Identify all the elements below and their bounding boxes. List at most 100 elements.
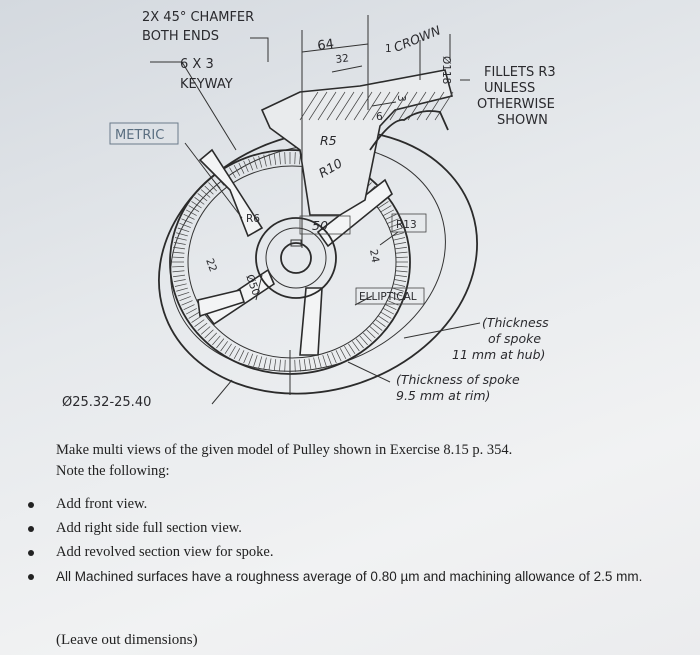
radius-r13: R13 <box>396 219 417 231</box>
rim-texture-stroke <box>317 356 322 369</box>
rim-texture-stroke <box>284 152 286 165</box>
rim-texture-stroke <box>348 343 356 354</box>
rim-texture-stroke <box>258 155 263 168</box>
rim-texture-stroke <box>179 223 191 228</box>
rim-texture-stroke <box>253 355 258 367</box>
instructions-intro: Make multi views of the given model of P… <box>56 440 656 482</box>
list-item: Add right side full section view. <box>28 518 656 538</box>
rim-texture-stroke <box>216 338 225 349</box>
rim-texture-stroke <box>387 300 399 306</box>
keyway-slot <box>290 239 302 247</box>
section-hatch-stroke <box>389 91 409 121</box>
rim-texture-stroke <box>197 322 208 331</box>
dim-22: 22 <box>203 257 219 274</box>
rim-texture-stroke <box>355 338 364 349</box>
pulley-drawing: 2X 45° CHAMFER BOTH ENDS 6 X 3 KEYWAY ME… <box>62 10 556 410</box>
keyway-label-2: KEYWAY <box>180 77 233 92</box>
rim-texture-stroke <box>339 348 347 360</box>
rim-texture-stroke <box>395 256 408 258</box>
metric-tag-box <box>109 122 179 145</box>
rim-texture-stroke <box>331 351 337 364</box>
fillets-label-3: OTHERWISE <box>477 97 555 112</box>
bore-diameter-label: Ø25.32-25.40 <box>62 395 151 410</box>
rim-texture-stroke <box>335 350 342 362</box>
elliptical-label: ELLIPTICAL <box>359 291 417 303</box>
rim-texture-stroke <box>172 266 185 268</box>
rim-texture-stroke <box>220 341 228 352</box>
rim-texture-stroke <box>248 158 254 171</box>
rim-texture-stroke <box>197 193 208 202</box>
rim-texture-stroke <box>191 201 202 209</box>
hub-outer <box>255 217 337 299</box>
rim-texture-stroke <box>394 274 407 278</box>
requirements-list: Add front view. Add right side full sect… <box>28 494 656 587</box>
dim-32: 32 <box>335 52 350 66</box>
rim-texture-stroke <box>179 296 191 301</box>
rim-texture-stroke <box>366 329 376 339</box>
footer-note: (Leave out dimensions) <box>56 632 198 648</box>
spoke-lower <box>299 287 323 356</box>
rim-texture-stroke <box>243 160 249 173</box>
rim-texture-stroke <box>185 209 197 216</box>
rim-texture-stroke <box>253 157 258 169</box>
rim-texture-stroke <box>394 279 407 282</box>
dimension-lines <box>150 15 481 405</box>
rim-texture-stroke <box>299 359 301 372</box>
rim-texture-stroke <box>258 356 263 369</box>
section-hatch-stroke <box>308 91 328 121</box>
spoke-upper-left <box>198 148 264 238</box>
spoke-rim-label-2: 9.5 mm at rim) <box>396 388 490 403</box>
list-item: Add front view. <box>28 494 656 514</box>
rim-texture-stroke <box>279 359 281 372</box>
rim-texture-stroke <box>248 353 254 366</box>
rim-texture-stroke <box>181 300 193 306</box>
rim-texture-stroke <box>176 287 188 292</box>
rim-texture-stroke <box>375 319 386 327</box>
rim-texture-stroke <box>383 308 395 315</box>
rim-texture-stroke <box>395 251 408 254</box>
elliptical-box <box>355 287 425 305</box>
rim-texture-stroke <box>229 345 236 357</box>
rim-texture-stroke <box>188 205 200 213</box>
rim-texture-stroke <box>194 197 205 205</box>
rim-texture-stroke <box>322 355 327 367</box>
instructions-block: Make multi views of the given model of P… <box>28 440 656 591</box>
rim-texture-stroke <box>390 291 403 297</box>
rim-texture-stroke <box>344 345 351 357</box>
spoke-hub-label-2: of spoke <box>488 331 541 346</box>
rim-texture-stroke <box>185 308 197 315</box>
fillets-label-2: UNLESS <box>484 81 535 96</box>
rim-texture-stroke <box>208 182 218 192</box>
rim-texture-stroke <box>294 152 296 165</box>
rim-texture-stroke <box>303 359 307 372</box>
r13-box <box>391 213 427 233</box>
rim-texture-stroke <box>238 350 245 362</box>
rim-texture-stroke <box>385 213 397 220</box>
rim-texture-stroke <box>383 209 395 216</box>
rim-texture-stroke <box>173 279 186 282</box>
dim-6: 6 <box>376 111 383 123</box>
rim-texture-stroke <box>204 185 214 195</box>
rim-texture-stroke <box>268 153 272 166</box>
dim-3: 3 <box>395 95 407 102</box>
rim-texture-stroke <box>294 359 296 372</box>
rim-texture-stroke <box>362 332 372 342</box>
rim-texture-stroke <box>174 283 187 287</box>
rim-texture-stroke <box>238 162 245 174</box>
rim-texture-stroke <box>395 270 408 273</box>
fillets-label-1: FILLETS R3 <box>484 65 556 80</box>
rim-texture-stroke <box>177 291 190 297</box>
keyway-label-1: 6 X 3 <box>180 57 214 72</box>
rim-texture-stroke <box>395 266 408 268</box>
dia50-box <box>299 215 351 235</box>
rim-texture-stroke <box>208 332 218 342</box>
rim-texture-stroke <box>183 304 195 311</box>
section-hatching <box>299 91 454 121</box>
rim-texture-stroke <box>176 232 188 237</box>
rim-texture-stroke <box>268 358 272 371</box>
rim-texture-stroke <box>394 242 407 245</box>
rim-texture-stroke <box>233 164 241 176</box>
crown-break <box>369 110 449 151</box>
section-hatch-stroke <box>398 91 418 121</box>
rim-texture-stroke <box>181 218 193 224</box>
